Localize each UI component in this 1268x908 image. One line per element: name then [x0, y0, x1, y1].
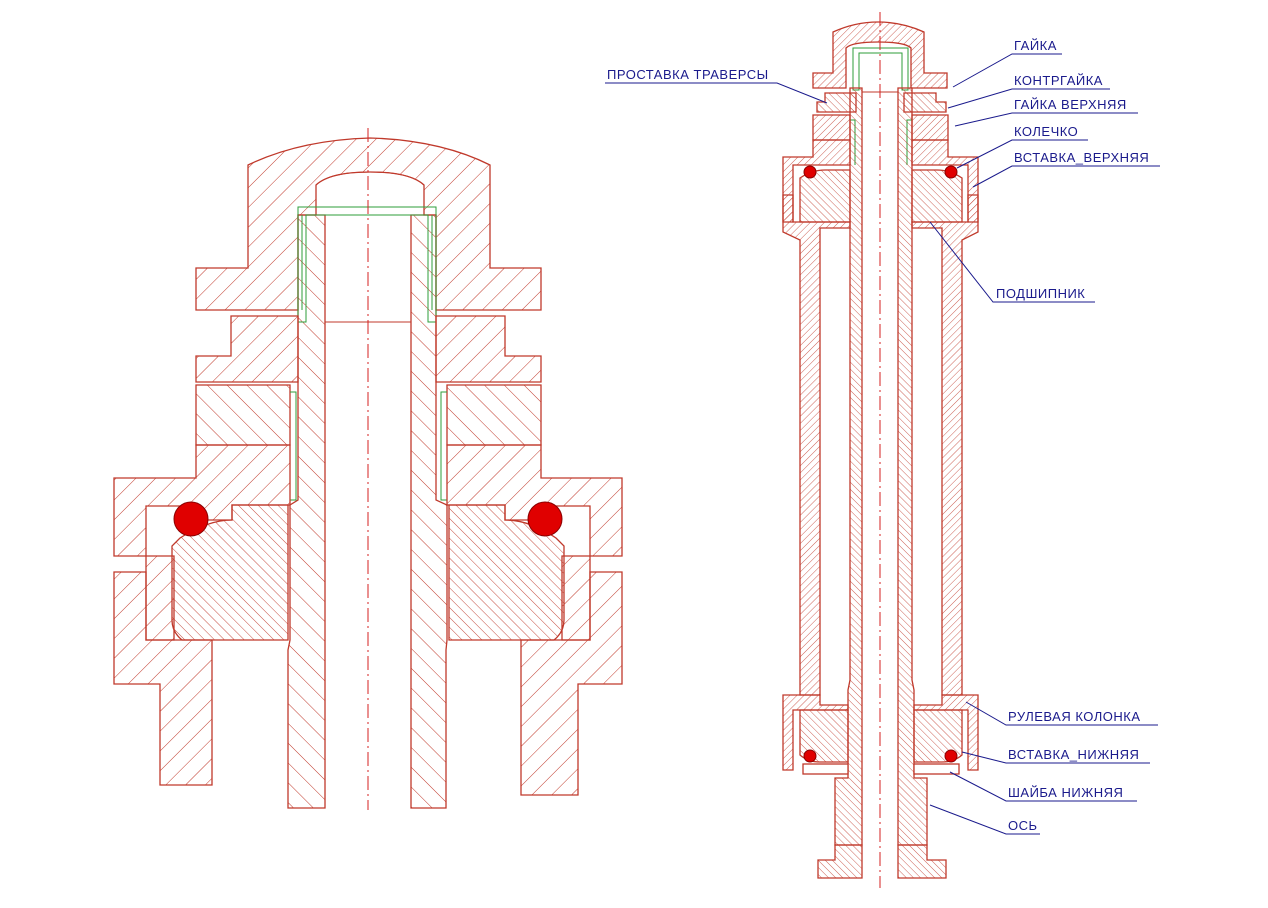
assembly-cap-nut: [812, 21, 948, 89]
assembly-upper-nut: [812, 114, 851, 141]
assembly-lower-washer-right: [913, 763, 960, 775]
assembly-ball-upper-right: [944, 165, 958, 179]
detail-upper-nut-right: [446, 384, 542, 446]
detail-ball-right: [527, 501, 563, 537]
detail-cap-bore: [315, 171, 425, 215]
assembly-axle-left-wall: [834, 87, 863, 846]
assembly-lower-washer-left: [802, 763, 849, 775]
assembly-axle-bottom: [817, 844, 863, 879]
label-shaiba-nizhnyaya: ШАЙБА НИЖНЯЯ: [1008, 785, 1123, 800]
label-podshipnik: ПОДШИПНИК: [996, 286, 1085, 301]
detail-steering-tube-right: [520, 571, 623, 796]
assembly-ball-lower-left: [803, 749, 817, 763]
detail-upper-nut-left: [195, 384, 291, 446]
assembly-view: [782, 12, 979, 888]
detail-lock-nut-right: [435, 315, 542, 383]
detail-lock-nut-left: [195, 315, 299, 383]
detail-axle-left-wall: [287, 214, 326, 809]
detail-bearing-right: [448, 504, 565, 641]
label-vstavka-nizhnyaya: ВСТАВКА_НИЖНЯЯ: [1008, 747, 1139, 762]
leader-lines: [605, 53, 1160, 835]
label-rulevaya-kolonka: РУЛЕВАЯ КОЛОНКА: [1008, 709, 1141, 724]
assembly-upper-bearing-right: [911, 169, 963, 223]
detail-steering-tube-left: [113, 571, 213, 786]
assembly-ball-lower-right: [944, 749, 958, 763]
assembly-ball-upper-left: [803, 165, 817, 179]
detail-ball-left: [173, 501, 209, 537]
detail-view: [113, 128, 623, 810]
label-os: ОСЬ: [1008, 818, 1038, 833]
label-kontrgaika: КОНТРГАЙКА: [1014, 73, 1103, 88]
label-prostavka-traversy: ПРОСТАВКА ТРАВЕРСЫ: [607, 67, 769, 82]
part-labels: ГАЙКА КОНТРГАЙКА ГАЙКА ВЕРХНЯЯ КОЛЕЧКО В…: [607, 38, 1149, 833]
label-vstavka-verkhnyaya: ВСТАВКА_ВЕРХНЯЯ: [1014, 150, 1149, 165]
label-gaika: ГАЙКА: [1014, 38, 1057, 53]
label-gaika-verkhnyaya: ГАЙКА ВЕРХНЯЯ: [1014, 97, 1127, 112]
assembly-steering-tube-left: [782, 194, 851, 696]
label-kolechko: КОЛЕЧКО: [1014, 124, 1078, 139]
